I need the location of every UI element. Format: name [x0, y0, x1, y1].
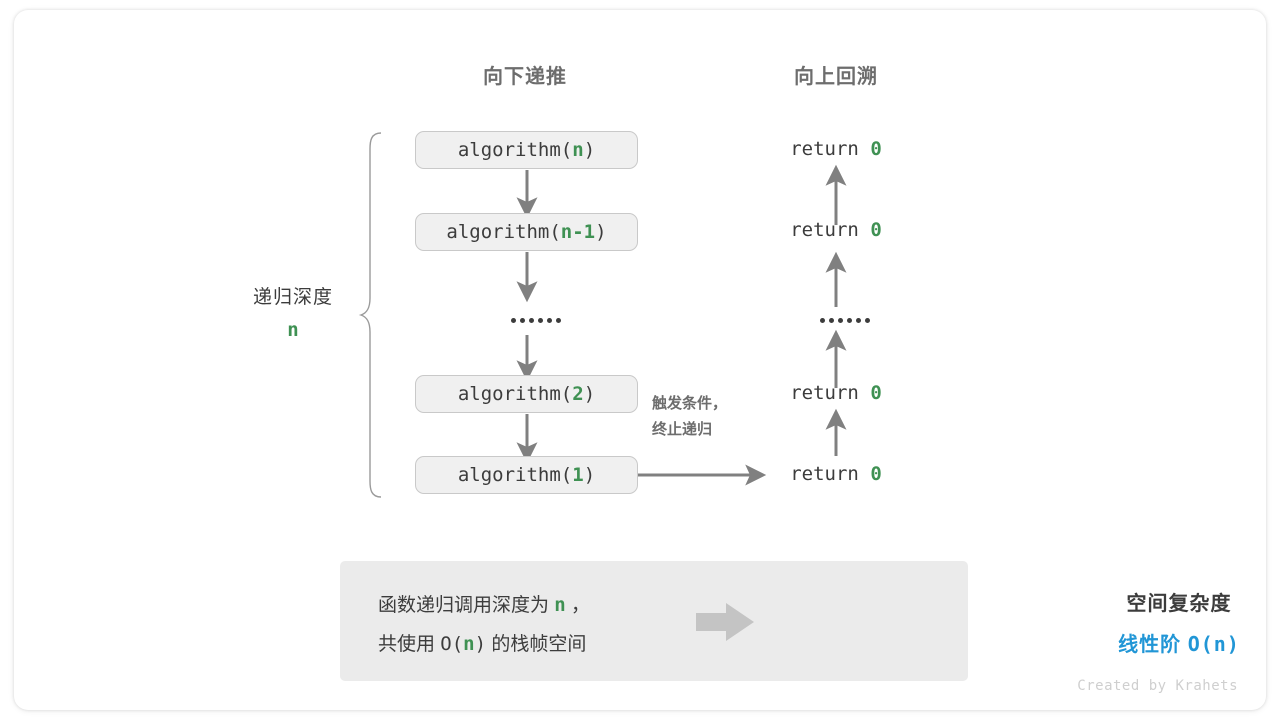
return-value-3: 0 [870, 382, 882, 404]
return-value-1: 0 [870, 138, 882, 160]
summary-result: 空间复杂度 线性阶 O(n) [1065, 587, 1266, 657]
return-value-4: 0 [870, 463, 882, 485]
depth-value: n [287, 319, 299, 341]
summary-line-2-mono-b: ) [474, 633, 487, 655]
column-header-up: 向上回溯 [794, 66, 878, 88]
summary-result-title: 空间复杂度 [1126, 593, 1232, 615]
summary-line-1-b: ， [565, 595, 591, 616]
call-box-2[interactable]: algorithm(2) [415, 375, 638, 413]
return-label-3: return 0 [725, 382, 947, 404]
call-box-n-minus-1[interactable]: algorithm(n-1) [415, 213, 638, 251]
call-box-n-name: algorithm( [457, 139, 573, 161]
call-box-1-close: ) [583, 464, 596, 486]
summary-line-1: 函数递归调用深度为 n ， [378, 586, 590, 625]
summary-line-2-b: 的栈帧空间 [486, 634, 587, 655]
return-keyword-3: return [790, 382, 859, 404]
call-box-n[interactable]: algorithm(n) [415, 131, 638, 169]
call-box-n-minus-1-close: ) [595, 221, 607, 243]
block-arrow-right-icon [696, 603, 754, 641]
summary-line-2-n: n [463, 633, 475, 655]
ellipsis-right [820, 318, 870, 323]
return-label-4: return 0 [725, 463, 947, 485]
ellipsis-left [511, 318, 561, 323]
return-label-2: return 0 [725, 219, 947, 241]
summary-result-value-text: 线性阶 [1118, 634, 1188, 656]
summary-line-2-mono-a: O( [440, 633, 464, 655]
depth-brace [358, 132, 382, 498]
column-header-down: 向下递推 [483, 66, 567, 88]
return-keyword-1: return [790, 138, 859, 160]
return-keyword-4: return [790, 463, 859, 485]
watermark: Created by Krahets [1077, 678, 1238, 694]
summary-result-value-mono: O(n) [1187, 632, 1240, 656]
call-box-n-close: ) [583, 139, 596, 161]
call-box-2-close: ) [583, 383, 596, 405]
return-keyword-2: return [790, 219, 859, 241]
depth-title: 递归深度 [252, 287, 333, 308]
terminate-note-line1: 触发条件， [652, 395, 728, 412]
call-box-2-name: algorithm( [457, 383, 573, 405]
call-box-1[interactable]: algorithm(1) [415, 456, 638, 494]
call-box-1-arg: 1 [572, 464, 584, 486]
return-value-2: 0 [870, 219, 882, 241]
summary-result-value: 线性阶 O(n) [1065, 628, 1266, 657]
return-label-1: return 0 [725, 138, 947, 160]
summary-line-2: 共使用 O(n) 的栈帧空间 [378, 625, 590, 664]
summary-line-2-a: 共使用 [378, 634, 441, 655]
call-box-n-arg: n [572, 139, 584, 161]
summary-text: 函数递归调用深度为 n ， 共使用 O(n) 的栈帧空间 [378, 586, 590, 664]
call-box-n-minus-1-arg: n-1 [560, 221, 596, 243]
summary-line-1-n: n [554, 594, 566, 616]
terminate-note: 触发条件， 终止递归 [652, 391, 727, 443]
summary-line-1-a: 函数递归调用深度为 [378, 595, 555, 616]
call-box-2-arg: 2 [572, 383, 584, 405]
summary-panel: 函数递归调用深度为 n ， 共使用 O(n) 的栈帧空间 空间复杂度 线性阶 O… [340, 561, 1239, 681]
diagram-card: 向下递推 向上回溯 递归深度 n algorithm(n) algorithm(… [14, 10, 1266, 710]
call-box-n-minus-1-name: algorithm( [446, 221, 561, 243]
call-box-1-name: algorithm( [457, 464, 573, 486]
terminate-note-line2: 终止递归 [652, 421, 713, 438]
recursion-depth-label: 递归深度 n [228, 282, 358, 341]
